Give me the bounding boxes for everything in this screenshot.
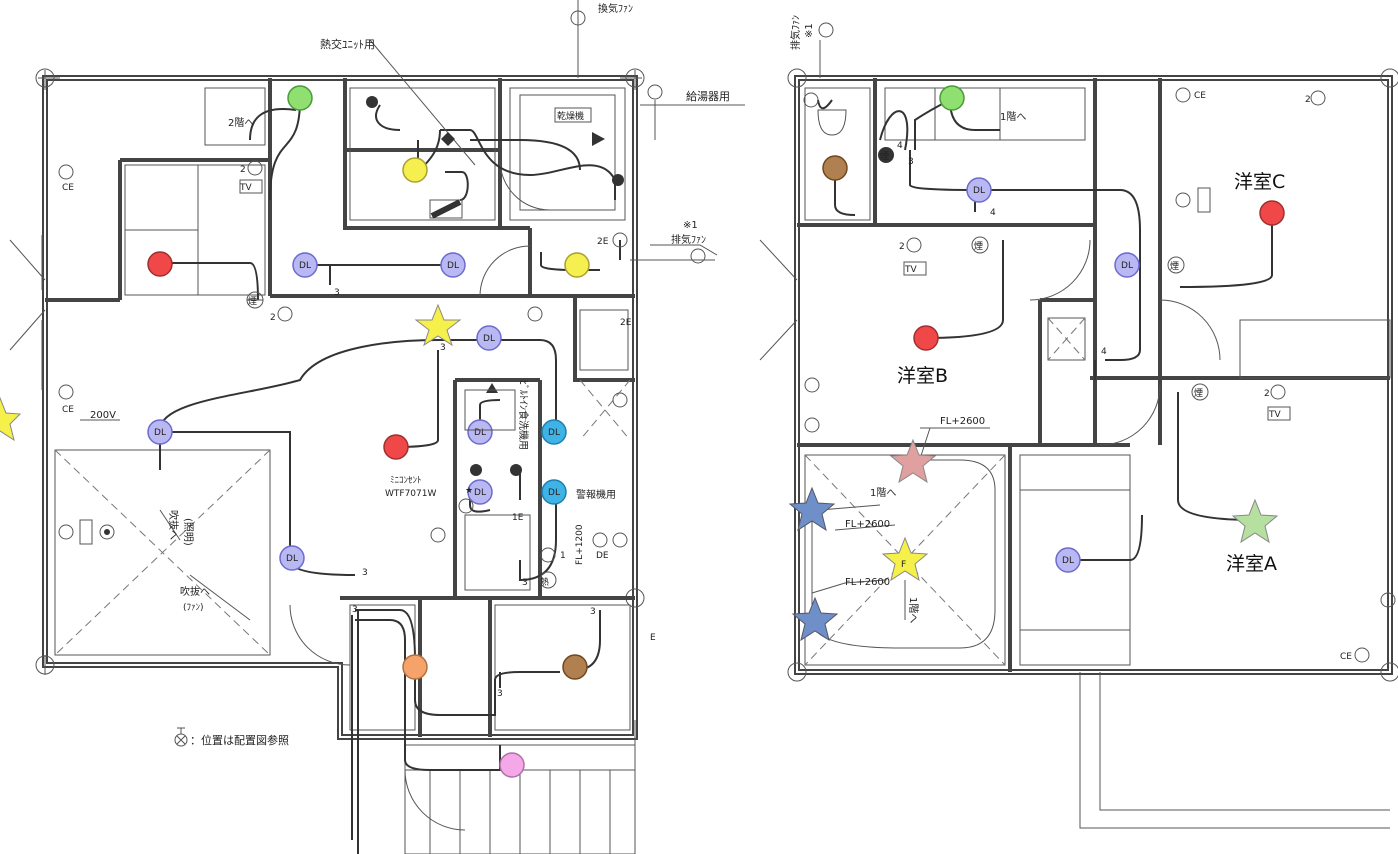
second-floor-plan: DL DL DL: [759, 15, 1398, 829]
smoke-label: 煙: [1194, 388, 1203, 399]
three-label: 3: [352, 605, 358, 615]
downlights-2f: DL DL DL: [966, 177, 1140, 573]
ce-label: CE: [62, 405, 74, 415]
to-1f-label-b: 1階へ: [870, 487, 896, 499]
four-label: 4: [897, 141, 903, 151]
smoke-label: 煙: [974, 241, 983, 252]
2e-label: 2E: [597, 237, 609, 247]
to-1f-label-c: 1階へ: [907, 597, 919, 623]
two-label: 2: [240, 165, 246, 175]
alarm-label: 警報機用: [576, 488, 616, 501]
dl-label: DL: [1062, 556, 1074, 566]
exhaust-fan-2f-label: 排気ﾌｧﾝ: [789, 15, 802, 50]
dl-label: DL: [154, 428, 166, 438]
dl-label: DL: [474, 428, 486, 438]
smoke-label: 煙: [248, 296, 257, 307]
to-1f-label: 1階へ: [1000, 111, 1026, 123]
star-marker: [414, 303, 462, 347]
star-marker: [791, 596, 839, 642]
fl2600-b: FL+2600: [845, 519, 890, 530]
star-marker: [788, 486, 836, 532]
dl-label: DL: [447, 261, 459, 271]
star-mark: ★: [465, 486, 473, 496]
three-label: 3: [908, 157, 914, 167]
2e-label: 2E: [620, 318, 632, 328]
dl-label: DL: [483, 334, 495, 344]
two-label: 2: [270, 313, 276, 323]
switches-and-outlets-2f: TV TV 煙 煙 煙 煙 CE CE 2 2 2 4 4 4 3 F: [803, 22, 1396, 663]
four-label: 4: [1101, 347, 1107, 357]
dl-label: DL: [973, 186, 985, 196]
dl-label: DL: [548, 488, 560, 498]
ie-label: 1E: [512, 513, 524, 523]
de-label: DE: [596, 551, 609, 561]
mini-outlet-model: WTF7071W: [385, 489, 436, 499]
heat-label: 熱: [540, 576, 549, 588]
fl2600-a: FL+2600: [940, 416, 985, 427]
note-2f: ※1: [804, 23, 815, 38]
dryer-label: 乾燥機: [557, 110, 584, 122]
labels-2f: 排気ﾌｧﾝ ※1 1階へ 1階へ 1階へ FL+2600 FL+2600 FL+…: [789, 15, 1285, 623]
three-label: 3: [522, 578, 528, 588]
one-label: 1: [560, 551, 566, 561]
mini-outlet-label: ﾐﾆｺﾝｾﾝﾄ: [390, 475, 422, 486]
note-mark: ※1: [683, 220, 698, 231]
vent-fan-label: 換気ﾌｧﾝ: [598, 2, 633, 15]
200v-label: 200V: [90, 410, 116, 421]
ce-label: CE: [62, 183, 74, 193]
three-label: 3: [497, 689, 503, 699]
room-b-label: 洋室B: [897, 365, 948, 387]
smoke-label: 煙: [880, 151, 889, 162]
ce-label: CE: [1194, 91, 1206, 101]
downlights-1f: DL DL DL DL DL DL DL DL DL: [147, 252, 567, 571]
tv-label: TV: [239, 183, 252, 193]
e-label: E: [650, 633, 656, 643]
fukinuke-fan-sub: (ﾌｧﾝ): [183, 603, 204, 613]
fl2600-c: FL+2600: [845, 577, 890, 588]
three-label: 3: [590, 607, 596, 617]
room-a-label: 洋室A: [1226, 553, 1277, 575]
four-label: 4: [990, 208, 996, 218]
room-c-label: 洋室C: [1234, 171, 1285, 193]
fan-label: F: [901, 560, 906, 570]
ce-label: CE: [1340, 652, 1352, 662]
three-label: 3: [334, 288, 340, 298]
tv-label: TV: [1268, 410, 1281, 420]
first-floor-plan: DL DL DL DL DL DL DL DL DL: [0, 0, 745, 854]
water-heater-label: 給湯器用: [686, 89, 730, 103]
star-marker: [881, 536, 929, 582]
star-marker: [889, 438, 937, 484]
labels-1f: 熱交ﾕﾆｯﾄ用 給湯器用 換気ﾌｧﾝ ※1 排気ﾌｧﾝ 2階へ 200V 吹抜へ…: [90, 2, 730, 747]
star-marker: [0, 396, 22, 442]
two-label: 2: [1305, 95, 1311, 105]
star-marker: [1231, 498, 1279, 544]
fukinuke-fan-label: 吹抜へ: [180, 585, 210, 598]
fukinuke-light-label: 吹抜へ: [167, 510, 180, 540]
heat-unit-label: 熱交ﾕﾆｯﾄ用: [320, 37, 375, 51]
dl-label: DL: [1121, 261, 1133, 271]
three-label: 3: [362, 568, 368, 578]
dl-label: DL: [474, 488, 486, 498]
dishwasher-label: ﾋﾞﾙﾄｲﾝ食洗機用: [517, 380, 530, 450]
ceiling-light-fixtures-2f: [822, 85, 1285, 351]
legend-note: ：位置は配置図参照: [190, 733, 289, 747]
fl1200-label: FL+1200: [575, 524, 585, 565]
two-label: 2: [1264, 389, 1270, 399]
three-label: 3: [440, 343, 446, 353]
switches-and-outlets-1f: TV 乾燥機 2E 2E 2 2 3 3 3 3 3 3 3 熱 煙 1 CE …: [58, 10, 706, 699]
dl-label: DL: [548, 428, 560, 438]
dl-label: DL: [299, 261, 311, 271]
two-label: 2: [899, 242, 905, 252]
smoke-label: 煙: [1170, 261, 1179, 272]
to-2f-label: 2階へ: [228, 117, 254, 129]
ceiling-light-fixtures-1f: [147, 85, 590, 778]
tv-label: TV: [904, 265, 917, 275]
exhaust-fan-label: 排気ﾌｧﾝ: [671, 233, 706, 246]
fukinuke-light-sub: (照明): [182, 518, 194, 546]
dl-label: DL: [286, 554, 298, 564]
